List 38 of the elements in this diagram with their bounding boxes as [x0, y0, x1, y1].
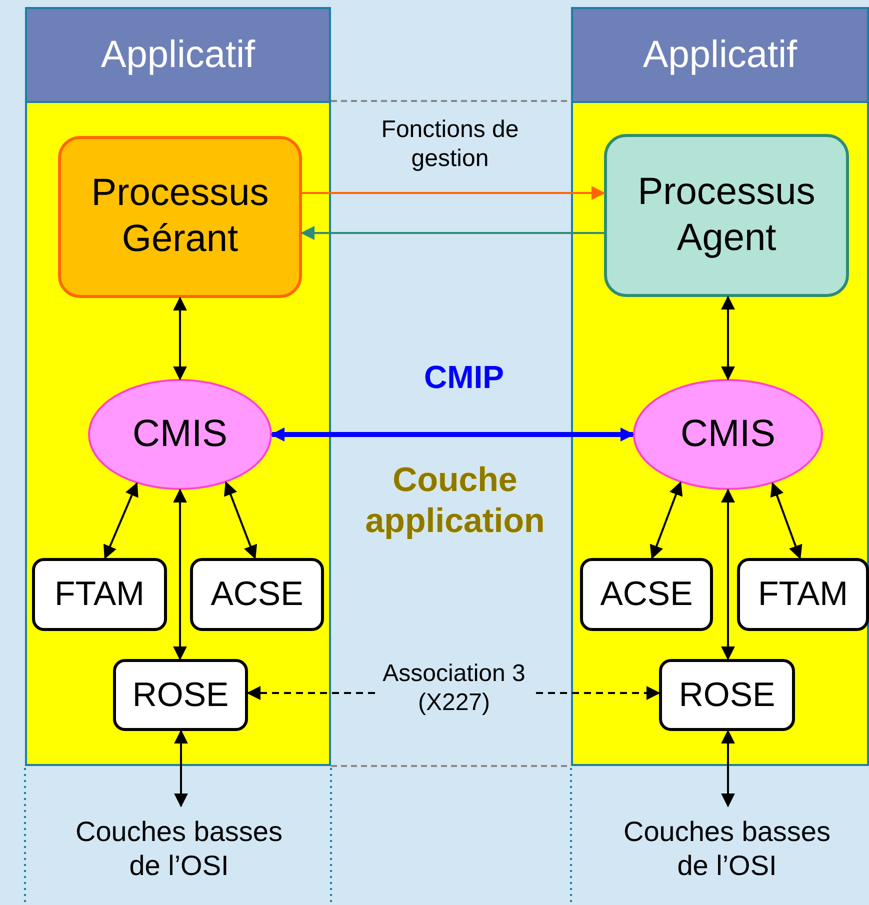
node-text: FTAM [53, 574, 146, 615]
arrow [104, 482, 138, 560]
node-text: ACSE [210, 574, 304, 615]
layer-label: Couche application [364, 460, 546, 542]
arrow [173, 296, 187, 380]
node-text: CMIS [680, 412, 776, 457]
application-panel [25, 7, 331, 766]
protocol-box [659, 659, 795, 731]
node-text: ACSE [599, 574, 694, 615]
layer-text: Couches basses de l’OSI [622, 815, 832, 883]
arrow [721, 730, 735, 808]
node-text: Processus Agent [636, 170, 816, 260]
arrow [173, 488, 187, 660]
arrow [224, 481, 258, 560]
protocol-box [113, 659, 248, 731]
node-text: ROSE [131, 674, 230, 716]
protocol-box [190, 558, 324, 631]
node-text: FTAM [756, 574, 849, 615]
arrow [174, 730, 188, 808]
panel-heading: Applicatif [573, 9, 867, 103]
layer-text: Couches basses de l’OSI [74, 815, 284, 883]
node-text: CMIS [132, 412, 228, 457]
panel-heading: Applicatif [27, 9, 329, 103]
arrow [270, 428, 634, 442]
node-text: ROSE [678, 674, 776, 716]
protocol-box [737, 558, 869, 631]
arrow [721, 488, 735, 660]
arrow [770, 482, 802, 560]
arrow [721, 296, 735, 380]
process-box [58, 136, 302, 298]
arrow [300, 226, 604, 240]
arrow [302, 186, 606, 200]
protocol-box [580, 558, 713, 631]
process-box [604, 134, 849, 297]
arrow [650, 481, 683, 560]
protocol-box [32, 558, 167, 631]
node-text: Processus Gérant [90, 171, 270, 262]
application-panel [571, 7, 869, 766]
